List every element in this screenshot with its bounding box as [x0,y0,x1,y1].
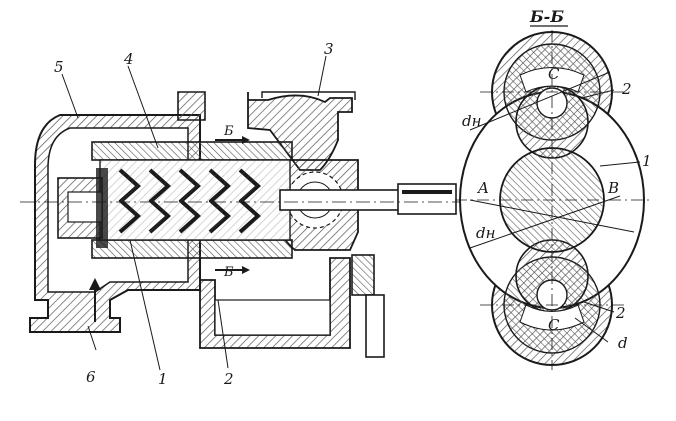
label-c-bottom: C [548,316,560,334]
leader-lines-left [61,55,327,371]
cut-label-top: Б [223,124,234,139]
label-2-top: 2 [621,80,632,98]
label-1-section: 1 [642,152,652,170]
screw-rotors [99,159,291,241]
section-title: Б-Б [529,7,564,26]
relief-valve [351,254,385,358]
inlet-flow-arrow [89,278,101,322]
label-c-top: C [548,65,560,83]
label-2: 2 [223,370,234,388]
label-dn-top: dн [462,112,481,130]
cross-section-bb: Б-Б [455,7,652,370]
label-2-bottom: 2 [615,304,626,322]
section-marker-bottom: Б [215,265,250,280]
label-a: A [476,179,489,197]
label-4: 4 [123,50,134,68]
section-centerlines [455,30,650,370]
dimension-lines [469,71,641,343]
label-b: B [607,179,619,197]
label-1: 1 [158,370,168,388]
base-support [199,257,351,349]
label-5: 5 [54,58,64,76]
section-marker-top: Б [215,124,250,144]
label-d: d [618,334,628,352]
cut-label-bottom: Б [223,265,234,280]
label-dn-bottom: dн [476,224,495,242]
drive-shaft [279,183,457,215]
longitudinal-section: Б Б 5 4 3 6 1 2 [20,40,470,388]
end-cap [57,168,108,248]
liner [91,141,293,259]
label-3: 3 [324,40,334,58]
label-6: 6 [86,368,96,386]
